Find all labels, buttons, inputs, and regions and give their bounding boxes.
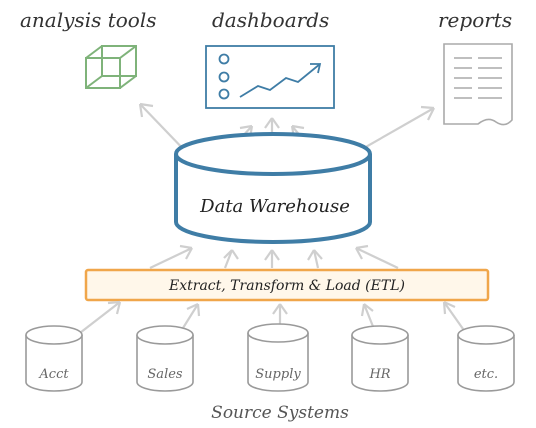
source-label-acct: Acct [38, 367, 69, 382]
etl-label: Extract, Transform & Load (ETL) [168, 278, 405, 294]
source-sales [136, 325, 194, 392]
label-dashboards: dashboards [212, 8, 329, 32]
label-reports: reports [438, 8, 512, 32]
label-analysis-tools: analysis tools [20, 8, 156, 32]
report-document-icon [443, 43, 513, 126]
source-supply [247, 323, 309, 392]
etl-bar [84, 268, 490, 302]
cube-icon [85, 45, 137, 89]
dashboard-chart-icon [205, 45, 335, 109]
source-label-supply: Supply [255, 367, 301, 382]
source-hr [351, 325, 409, 392]
source-label-hr: HR [368, 367, 390, 382]
data-warehouse-cylinder [174, 132, 372, 244]
source-cylinders [25, 323, 515, 392]
source-label-sales: Sales [147, 367, 183, 382]
source-systems-caption: Source Systems [211, 403, 349, 423]
data-warehouse-label: Data Warehouse [199, 196, 350, 217]
source-acct [25, 325, 83, 392]
etl-to-warehouse-arrows [149, 244, 399, 269]
source-label-etc: etc. [474, 367, 498, 382]
source-etc [457, 325, 515, 392]
